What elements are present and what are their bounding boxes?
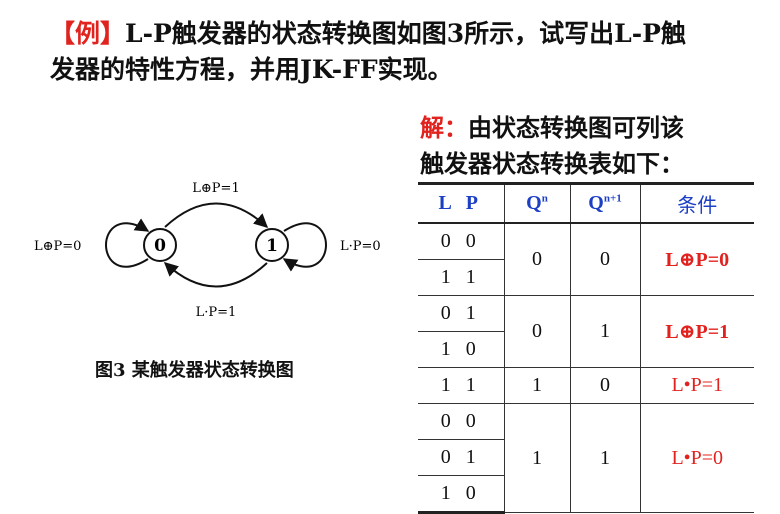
self-loop-1 [282,222,327,272]
table-row: 1 0 [418,475,754,514]
table-row: 1 0 [418,331,754,368]
label-right: L·P=0 [340,239,381,254]
solution-line-1: 解：由状态转换图可列该 [420,110,770,146]
state-0-label: 0 [154,236,166,256]
header-lp: L P [418,182,504,224]
problem-text-2: 发器的特性方程，并用JK-FF实现。 [50,55,453,84]
lp-cell: 1 1 [418,367,504,404]
table-row: 0 1 [418,439,754,476]
state-1-circle [255,228,289,262]
figure-caption: 图3 某触发器状态转换图 [95,360,294,381]
lp-cell: 1 0 [418,331,504,368]
lp-cell: 1 0 [418,475,504,514]
solution-heading: 解：由状态转换图可列该 触发器状态转换表如下： [420,110,770,182]
q-cell: 0 [503,223,570,296]
table-row: 0 0 0 0 L⊕P=0 [418,223,754,296]
state-transition-diagram: 0 1 L⊕P=1 L·P=1 L⊕P=0 L·P=0 [34,181,381,320]
state-0-circle [143,228,177,262]
problem-statement: 【例】L-P触发器的状态转换图如图3所示，试写出L-P触 发器的特性方程，并用J… [50,16,770,88]
arrow-0-to-1 [164,202,269,228]
problem-text-1: L-P触发器的状态转换图如图3所示，试写出L-P触 [125,19,686,48]
example-tag: 【例】 [50,19,126,48]
condition-cell: L•P=0 [639,403,754,513]
qn1-cell: 1 [569,403,640,513]
qn1-cell: 0 [569,223,640,296]
lp-cell: 0 0 [418,403,504,440]
solution-text-2: 触发器状态转换表如下： [420,149,684,178]
table-row: 1 1 [418,259,754,296]
table-header-row: L P Qn Qn+1 条件 [418,182,754,224]
arrow-1-to-0 [163,262,268,288]
q-cell: 1 [503,367,570,404]
solution-prefix: 解： [420,113,468,142]
problem-line-1: 【例】L-P触发器的状态转换图如图3所示，试写出L-P触 [50,16,770,52]
qn1-cell: 1 [569,295,640,368]
label-left: L⊕P=0 [34,239,81,254]
header-q: Qn [503,182,570,224]
state-table: L P Qn Qn+1 条件 0 0 0 0 L⊕P=0 1 1 0 1 0 1… [418,182,754,514]
lp-cell: 0 1 [418,295,504,332]
condition-cell: L⊕P=1 [639,295,754,368]
lp-cell: 0 1 [418,439,504,476]
table-row: 0 1 0 1 L⊕P=1 [418,295,754,368]
self-loop-0 [105,218,150,268]
condition-cell: L⊕P=0 [639,223,754,296]
label-bottom: L·P=1 [196,305,237,320]
table-row: 0 0 1 1 L•P=0 [418,403,754,513]
header-qn1: Qn+1 [569,182,640,224]
label-top: L⊕P=1 [192,181,239,196]
state-1-label: 1 [266,236,278,256]
q-cell: 1 [503,403,570,513]
table-row: 1 1 1 0 L•P=1 [418,367,754,404]
lp-cell: 0 0 [418,223,504,260]
qn1-cell: 0 [569,367,640,404]
condition-cell: L•P=1 [639,367,754,404]
q-cell: 0 [503,295,570,368]
header-condition: 条件 [639,182,754,224]
solution-text-1: 由状态转换图可列该 [468,113,684,142]
lp-cell: 1 1 [418,259,504,296]
